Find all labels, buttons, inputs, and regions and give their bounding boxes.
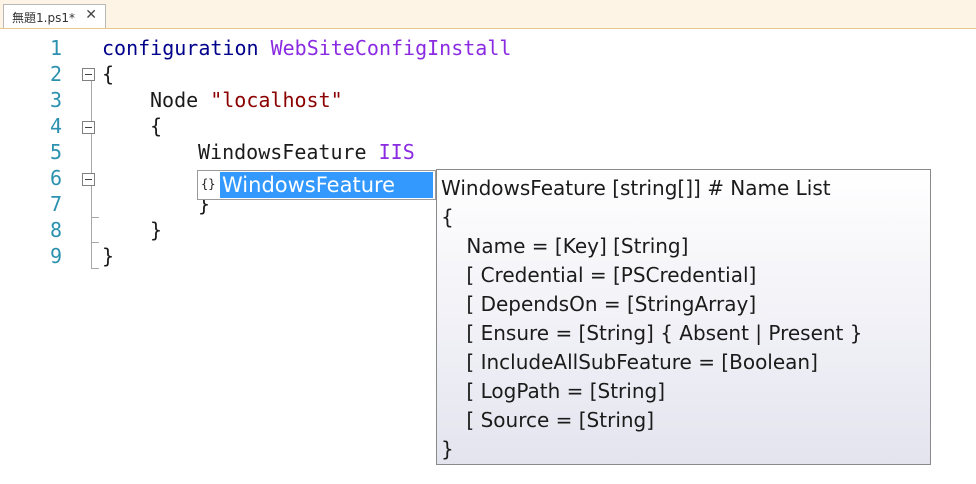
fold-guide-end — [91, 268, 99, 269]
tooltip-line: [ Ensure = [String] { Absent | Present } — [441, 321, 863, 345]
tooltip-line: { — [441, 205, 454, 229]
tab-bar: 無題1.ps1* ✕ — [0, 0, 976, 29]
close-icon[interactable]: ✕ — [85, 7, 97, 23]
tooltip-line: [ IncludeAllSubFeature = [Boolean] — [441, 350, 818, 374]
fold-guide-end — [91, 242, 99, 243]
line-number: 3 — [49, 88, 62, 112]
tooltip-line: [ Source = [String] — [441, 408, 655, 432]
braces-icon: {} — [201, 177, 216, 191]
resource-name: IIS — [378, 140, 415, 164]
line-number: 7 — [49, 192, 62, 216]
tooltip-line: [ LogPath = [String] — [441, 379, 666, 403]
code-line-4: { — [150, 114, 163, 138]
keyword-windowsfeature: WindowsFeature — [198, 140, 367, 164]
collapse-icon[interactable] — [82, 173, 95, 186]
line-number: 5 — [49, 140, 62, 164]
line-number: 1 — [49, 36, 62, 60]
tooltip-line: [ DependsOn = [StringArray] — [441, 292, 757, 316]
tab-untitled-script[interactable]: 無題1.ps1* ✕ — [3, 4, 106, 28]
script-editor[interactable]: 1 2 3 4 5 6 7 8 9 configuration WebSiteC… — [0, 28, 976, 484]
line-number: 4 — [49, 114, 62, 138]
tooltip-line: [ Credential = [PSCredential] — [441, 263, 757, 287]
code-line-3: Node "localhost" — [150, 87, 343, 113]
node-name-string: "localhost" — [210, 88, 343, 112]
tooltip-line: WindowsFeature [string[]] # Name List — [441, 176, 831, 200]
line-number: 6 — [49, 166, 62, 190]
code-line-1: configuration WebSiteConfigInstall — [102, 35, 511, 61]
tooltip-line: Name = [Key] [String] — [441, 234, 689, 258]
code-line-5: WindowsFeature IIS — [198, 139, 415, 165]
line-number: 2 — [49, 62, 62, 86]
tooltip-line: } — [441, 437, 454, 461]
collapse-icon[interactable] — [82, 68, 95, 81]
code-line-8: } — [150, 218, 163, 242]
keyword-configuration: configuration — [102, 36, 259, 60]
line-number: 9 — [49, 244, 62, 268]
keyword-node: Node — [150, 88, 199, 112]
code-line-2: { — [102, 62, 115, 86]
tab-title: 無題1.ps1* — [12, 11, 75, 25]
syntax-tooltip: WindowsFeature [string[]] # Name List { … — [436, 169, 931, 465]
intellisense-item-selected[interactable]: WindowsFeature — [220, 172, 433, 198]
collapse-icon[interactable] — [82, 121, 95, 134]
configuration-name: WebSiteConfigInstall — [270, 36, 512, 60]
line-number: 8 — [49, 218, 62, 242]
fold-guide-end — [91, 217, 99, 218]
intellisense-list[interactable]: {} WindowsFeature — [197, 170, 436, 200]
code-line-9: } — [102, 244, 115, 268]
